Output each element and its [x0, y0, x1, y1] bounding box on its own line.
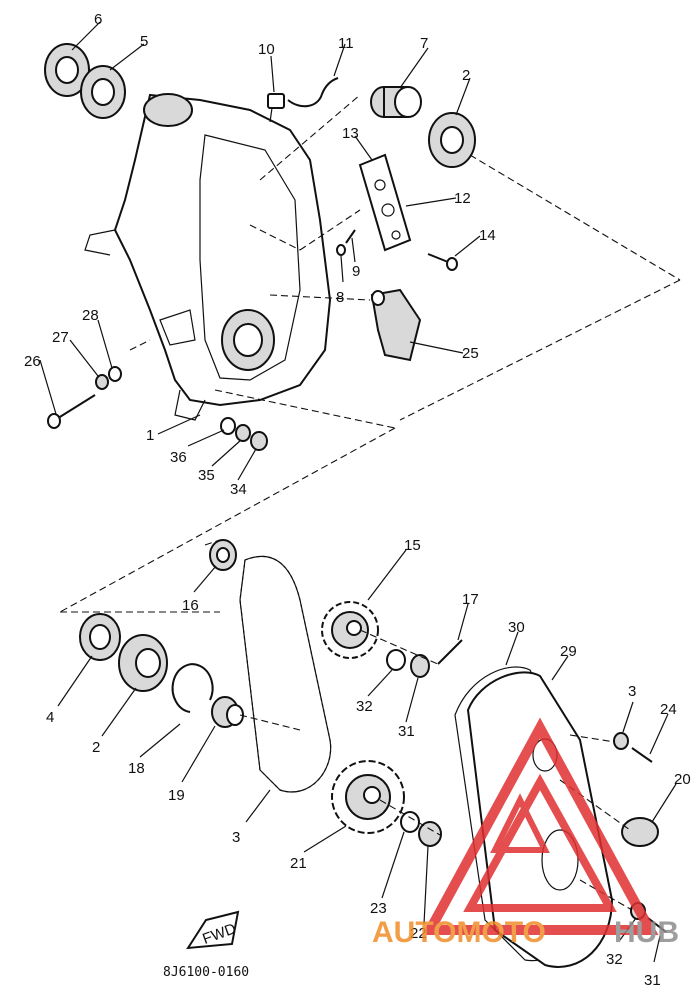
part-number-label: 7: [420, 35, 428, 52]
bearing-5: [80, 65, 126, 119]
part-number-label: 3: [232, 829, 240, 846]
part-number-label: 28: [82, 307, 99, 324]
part-number-label: 3: [628, 683, 636, 700]
collar-21: [211, 696, 244, 728]
part-number-label: 14: [479, 227, 496, 244]
collar-16: [209, 539, 237, 571]
part-number-label: 15: [404, 537, 421, 554]
part-number-label: 32: [606, 951, 623, 968]
washer-36: [220, 417, 236, 435]
watermark-triangle-icon: [421, 717, 659, 935]
part-number-label: 29: [560, 643, 577, 660]
washer-27: [95, 374, 109, 390]
part-number-label: 11: [338, 35, 354, 52]
part-number-label: 22: [410, 925, 427, 942]
part-number-label: 9: [352, 263, 360, 280]
part-number-label: 24: [660, 701, 677, 718]
alignment-lines-lower: [60, 539, 633, 911]
cap-3: [621, 817, 659, 847]
part-number-label: 35: [198, 467, 215, 484]
bolt-31-upper: [631, 747, 653, 763]
chain-case-assembly: [39, 21, 681, 613]
circlip-3: [171, 663, 214, 713]
drawing-code: 8J6100-0160: [163, 965, 249, 980]
washer-8: [336, 244, 346, 256]
part-number-label: 31: [644, 972, 661, 989]
part-number-label: 21: [290, 855, 307, 872]
watermark-logo: AUTOMOTO HUB: [372, 717, 679, 949]
washer-35: [235, 424, 251, 442]
part-number-label: 18: [128, 760, 145, 777]
cotter-pin-17: [437, 639, 463, 665]
part-number-label: 27: [52, 329, 69, 346]
part-number-label: 1: [146, 427, 154, 444]
bolt-31-lower: [647, 917, 667, 933]
part-number-label: 26: [24, 353, 41, 370]
chain-case-housing: [84, 93, 332, 421]
part-number-label: 19: [168, 787, 185, 804]
drive-chain-24: [239, 555, 332, 793]
sprocket-15: [321, 601, 379, 659]
leader-lines-lower: [57, 549, 677, 963]
part-number-label: 30: [508, 619, 525, 636]
part-number-label: 5: [140, 33, 148, 50]
nut-34: [250, 431, 268, 451]
part-number-label: 6: [94, 11, 102, 28]
part-number-label: 36: [170, 449, 187, 466]
plug-10: [267, 93, 285, 123]
part-number-label: 34: [230, 481, 247, 498]
watermark-text-b: HUB: [614, 916, 679, 949]
part-number-label: 17: [462, 591, 479, 608]
bearing-6: [44, 43, 90, 97]
watermark-text-a: AUTOMOTO: [372, 916, 546, 949]
tensioner-plate: [358, 153, 412, 252]
bolt-26: [47, 394, 96, 429]
tensioner-block-25: [370, 288, 422, 362]
bearing-4: [79, 613, 121, 661]
alignment-lines-upper: [59, 94, 681, 613]
part-number-label: 13: [342, 125, 359, 142]
cover-29: [466, 671, 614, 968]
part-number-label: 4: [46, 709, 54, 726]
nut-22: [418, 821, 442, 847]
leader-lines-upper: [39, 21, 481, 481]
drive-assembly: [57, 539, 677, 968]
washer-28: [108, 366, 122, 382]
sprocket-20: [331, 760, 405, 834]
bolt-9: [345, 229, 356, 244]
part-number-label: 25: [462, 345, 479, 362]
hose-11: [287, 77, 339, 108]
part-number-label: 12: [454, 190, 471, 207]
fwd-arrow-icon: [186, 910, 240, 950]
part-number-label: 2: [462, 67, 470, 84]
bearing-2-upper: [428, 112, 476, 168]
part-number-label: 31: [398, 723, 415, 740]
part-number-label: 8: [336, 289, 344, 306]
part-number-label: 20: [674, 771, 691, 788]
part-number-label: 23: [370, 900, 387, 917]
part-number-label: 32: [356, 698, 373, 715]
part-number-label: 16: [182, 597, 199, 614]
washer-18: [386, 649, 406, 671]
collar-7: [370, 86, 422, 118]
bearing-2-lower: [118, 634, 168, 692]
washer-23: [400, 811, 420, 833]
washer-32-upper: [613, 732, 629, 750]
part-number-label: 2: [92, 739, 100, 756]
bolt-14: [427, 253, 458, 271]
nut-19: [410, 654, 430, 678]
part-number-label: 10: [258, 41, 275, 58]
